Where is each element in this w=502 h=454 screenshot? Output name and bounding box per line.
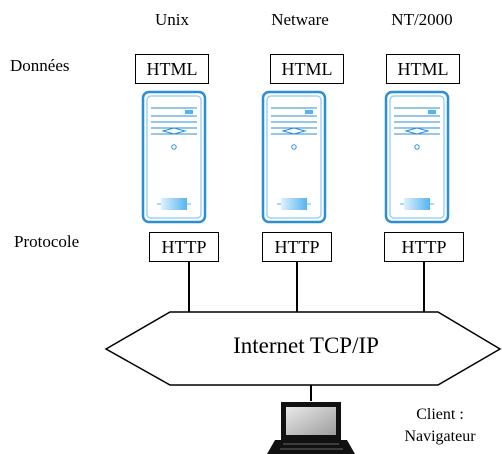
os-label-netware: Netware [271,10,329,29]
os-label-nt2000: NT/2000 [391,10,453,29]
os-label-unix: Unix [155,10,189,29]
client-label-line2: Navigateur [404,428,476,445]
server-tower-icon [141,90,207,224]
protocol-row-label: Protocole [14,232,80,251]
protocol-box: HTTP [149,232,219,262]
client-label-line1: Client : [416,406,464,423]
server-tower-icon [384,90,450,224]
protocol-box: HTTP [384,232,464,262]
server-tower-icon [261,90,327,224]
client-label: Client : Navigateur [385,404,495,448]
laptop-icon [267,402,355,454]
data-format-box: HTML [386,54,460,84]
data-format-box: HTML [270,54,344,84]
network-hexagon [104,311,502,386]
data-row-label: Données [10,56,70,75]
network-label: Internet TCP/IP [233,333,379,358]
protocol-box: HTTP [262,232,332,262]
data-format-box: HTML [135,54,209,84]
